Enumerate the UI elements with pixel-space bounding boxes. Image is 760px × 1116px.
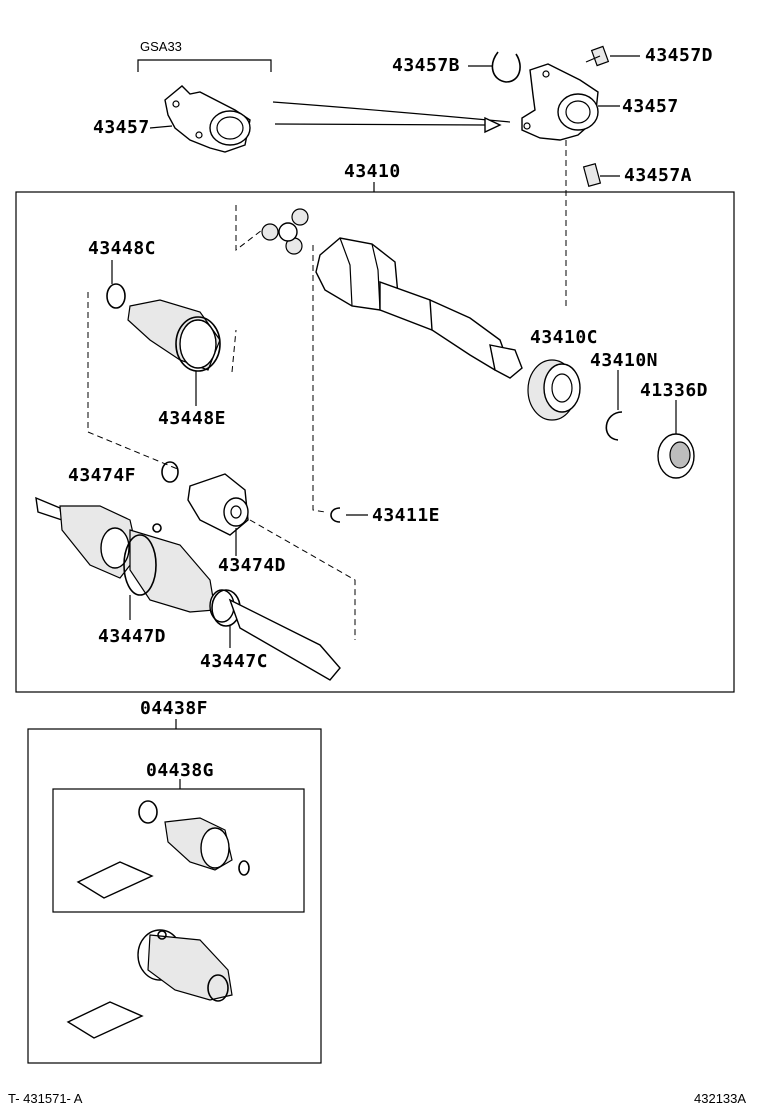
label-bolt-d: 43457D	[645, 45, 714, 66]
bracket-left-part	[149, 85, 251, 153]
variant-note: GSA33	[140, 39, 182, 54]
footer-right-code: 432133A	[694, 1091, 747, 1106]
damper-part	[161, 461, 249, 556]
label-clip-b: 43457B	[392, 55, 461, 76]
label-snap-ring-e: 43411E	[372, 505, 441, 526]
bolt-d-part	[585, 45, 640, 67]
label-outer-boot: 43447D	[98, 626, 167, 647]
tripod-part	[261, 208, 309, 255]
label-damper-clamp: 43474F	[68, 465, 137, 486]
label-damper: 43474D	[218, 555, 287, 576]
label-inner-clamp: 43448C	[88, 238, 157, 259]
inner-boot-part	[106, 260, 221, 406]
snap-ring-e-part	[330, 507, 341, 523]
clip-part	[468, 51, 521, 83]
label-bracket-left: 43457	[93, 117, 150, 138]
label-boot-kit-inner: 04438G	[146, 760, 215, 781]
label-inner-boot-clamp: 43448E	[158, 408, 227, 429]
boot-kit-inner-frame	[52, 788, 305, 913]
label-bracket-right: 43457	[622, 96, 679, 117]
inner-shaft-part	[315, 237, 523, 379]
kit-outer-boot-part	[66, 929, 233, 1039]
assembly-frame	[15, 191, 735, 693]
boot-kit-frame	[27, 728, 322, 1064]
bracket-right-part	[521, 63, 620, 141]
seal-part	[657, 400, 695, 479]
footer-left-code: T- 431571- A	[8, 1091, 83, 1106]
label-snap-ring-n: 43410N	[590, 350, 659, 371]
label-seal: 41336D	[640, 380, 709, 401]
label-shaft-assy: 43410	[344, 161, 401, 182]
bearing-part	[527, 359, 581, 421]
snap-ring-n-part	[605, 411, 623, 441]
label-boot-kit: 04438F	[140, 698, 209, 719]
label-outer-clamp: 43447C	[200, 651, 269, 672]
label-bearing: 43410C	[530, 327, 599, 348]
label-bolt-a: 43457A	[624, 165, 693, 186]
outer-axle-part	[35, 496, 341, 681]
bolt-a-part	[582, 163, 620, 187]
kit-inner-boot-part	[76, 800, 250, 899]
